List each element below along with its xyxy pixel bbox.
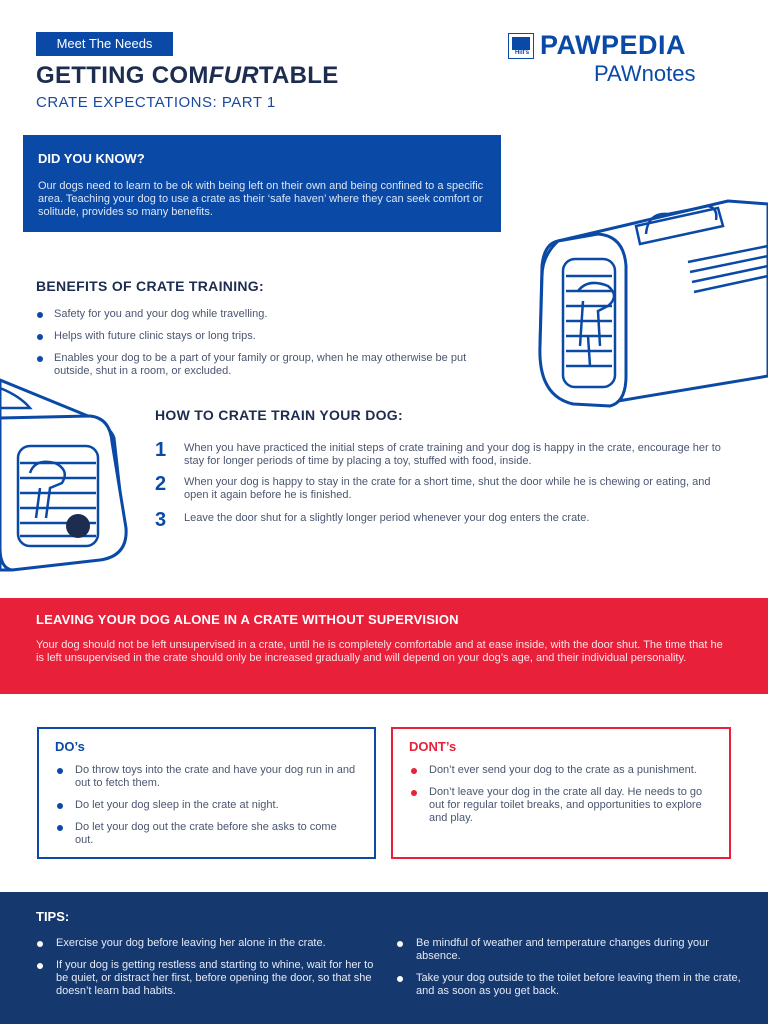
list-item: Be mindful of weather and temperature ch… — [396, 937, 741, 963]
tips-title: TIPS: — [36, 909, 70, 924]
hills-logo-icon: Hill's — [508, 33, 534, 59]
bullet-icon — [57, 825, 63, 831]
benefits-heading: BENEFITS OF CRATE TRAINING: — [36, 278, 264, 294]
step-text: When your dog is happy to stay in the cr… — [184, 476, 711, 501]
benefits-list: Safety for you and your dog while travel… — [36, 308, 506, 387]
brand-name: PAWPEDIA — [540, 30, 687, 60]
tip-text: Exercise your dog before leaving her alo… — [56, 937, 326, 949]
bullet-icon — [411, 768, 417, 774]
tips-left-list: Exercise your dog before leaving her alo… — [36, 937, 376, 1007]
donts-box: DONT’s Don’t ever send your dog to the c… — [391, 727, 731, 859]
do-text: Do throw toys into the crate and have yo… — [75, 764, 356, 789]
benefit-text: Safety for you and your dog while travel… — [54, 308, 268, 320]
did-you-know-panel: DID YOU KNOW? Our dogs need to learn to … — [23, 135, 501, 232]
category-tag: Meet The Needs — [36, 32, 173, 56]
dos-title: DO’s — [55, 739, 85, 754]
did-you-know-title: DID YOU KNOW? — [38, 151, 145, 166]
bullet-icon — [57, 803, 63, 809]
title-part-1: GETTING COM — [36, 62, 209, 89]
list-item: Exercise your dog before leaving her alo… — [36, 937, 376, 950]
brand-subtitle: PAWnotes — [594, 61, 696, 86]
donts-title: DONT’s — [409, 739, 457, 754]
how-to-heading: HOW TO CRATE TRAIN YOUR DOG: — [155, 407, 403, 423]
step-item: 1 When you have practiced the initial st… — [155, 439, 735, 468]
step-number: 3 — [155, 509, 167, 531]
how-to-steps: 1 When you have practiced the initial st… — [155, 439, 735, 531]
do-text: Do let your dog out the crate before she… — [75, 821, 337, 846]
list-item: Don’t leave your dog in the crate all da… — [409, 786, 713, 825]
list-item: Do let your dog out the crate before she… — [55, 821, 358, 847]
bullet-icon — [397, 941, 403, 947]
list-item: If your dog is getting restless and star… — [36, 959, 376, 998]
tips-right-list: Be mindful of weather and temperature ch… — [396, 937, 741, 1007]
bullet-icon — [37, 312, 43, 318]
step-text: When you have practiced the initial step… — [184, 442, 721, 467]
dos-box: DO’s Do throw toys into the crate and ha… — [37, 727, 376, 859]
benefit-text: Enables your dog to be a part of your fa… — [54, 352, 467, 377]
brand-block: Hill's PAWPEDIA PAWnotes — [508, 30, 738, 90]
bullet-icon — [37, 941, 43, 947]
step-item: 3 Leave the door shut for a slightly lon… — [155, 509, 735, 531]
bullet-icon — [411, 790, 417, 796]
step-item: 2 When your dog is happy to stay in the … — [155, 473, 735, 502]
step-number: 2 — [155, 473, 167, 495]
list-item: Do let your dog sleep in the crate at ni… — [55, 799, 358, 812]
step-number: 1 — [155, 439, 167, 461]
page-title: GETTING COMFURTABLE — [36, 62, 339, 90]
donts-list: Don’t ever send your dog to the crate as… — [409, 764, 713, 825]
did-you-know-body: Our dogs need to learn to be ok with bei… — [38, 180, 484, 218]
tips-panel: TIPS: Exercise your dog before leaving h… — [0, 892, 768, 1024]
benefit-text: Helps with future clinic stays or long t… — [54, 330, 256, 342]
list-item: Don’t ever send your dog to the crate as… — [409, 764, 713, 777]
bullet-icon — [37, 356, 43, 362]
leaving-alone-body: Your dog should not be left unsupervised… — [36, 639, 723, 664]
title-part-emphasis: FUR — [208, 62, 259, 89]
step-text: Leave the door shut for a slightly longe… — [184, 512, 590, 524]
crate-left-illustration — [0, 378, 128, 572]
bullet-icon — [37, 963, 43, 969]
dont-text: Don’t leave your dog in the crate all da… — [429, 786, 703, 824]
tip-text: Be mindful of weather and temperature ch… — [416, 937, 709, 962]
hills-logo-text: Hill's — [514, 50, 530, 56]
bullet-icon — [57, 768, 63, 774]
dont-text: Don’t ever send your dog to the crate as… — [429, 764, 697, 776]
dos-list: Do throw toys into the crate and have yo… — [55, 764, 358, 847]
list-item: Safety for you and your dog while travel… — [36, 308, 506, 321]
list-item: Enables your dog to be a part of your fa… — [36, 352, 506, 378]
tip-text: Take your dog outside to the toilet befo… — [416, 972, 741, 997]
bullet-icon — [397, 976, 403, 982]
list-item: Helps with future clinic stays or long t… — [36, 330, 506, 343]
page-subtitle: CRATE EXPECTATIONS: PART 1 — [36, 94, 276, 111]
do-text: Do let your dog sleep in the crate at ni… — [75, 799, 279, 811]
title-part-2: TABLE — [258, 62, 339, 89]
bullet-icon — [37, 334, 43, 340]
list-item: Do throw toys into the crate and have yo… — [55, 764, 358, 790]
leaving-alone-panel: LEAVING YOUR DOG ALONE IN A CRATE WITHOU… — [0, 598, 768, 694]
tip-text: If your dog is getting restless and star… — [56, 959, 374, 997]
leaving-alone-title: LEAVING YOUR DOG ALONE IN A CRATE WITHOU… — [36, 612, 459, 627]
crate-right-illustration — [538, 199, 768, 408]
list-item: Take your dog outside to the toilet befo… — [396, 972, 741, 998]
